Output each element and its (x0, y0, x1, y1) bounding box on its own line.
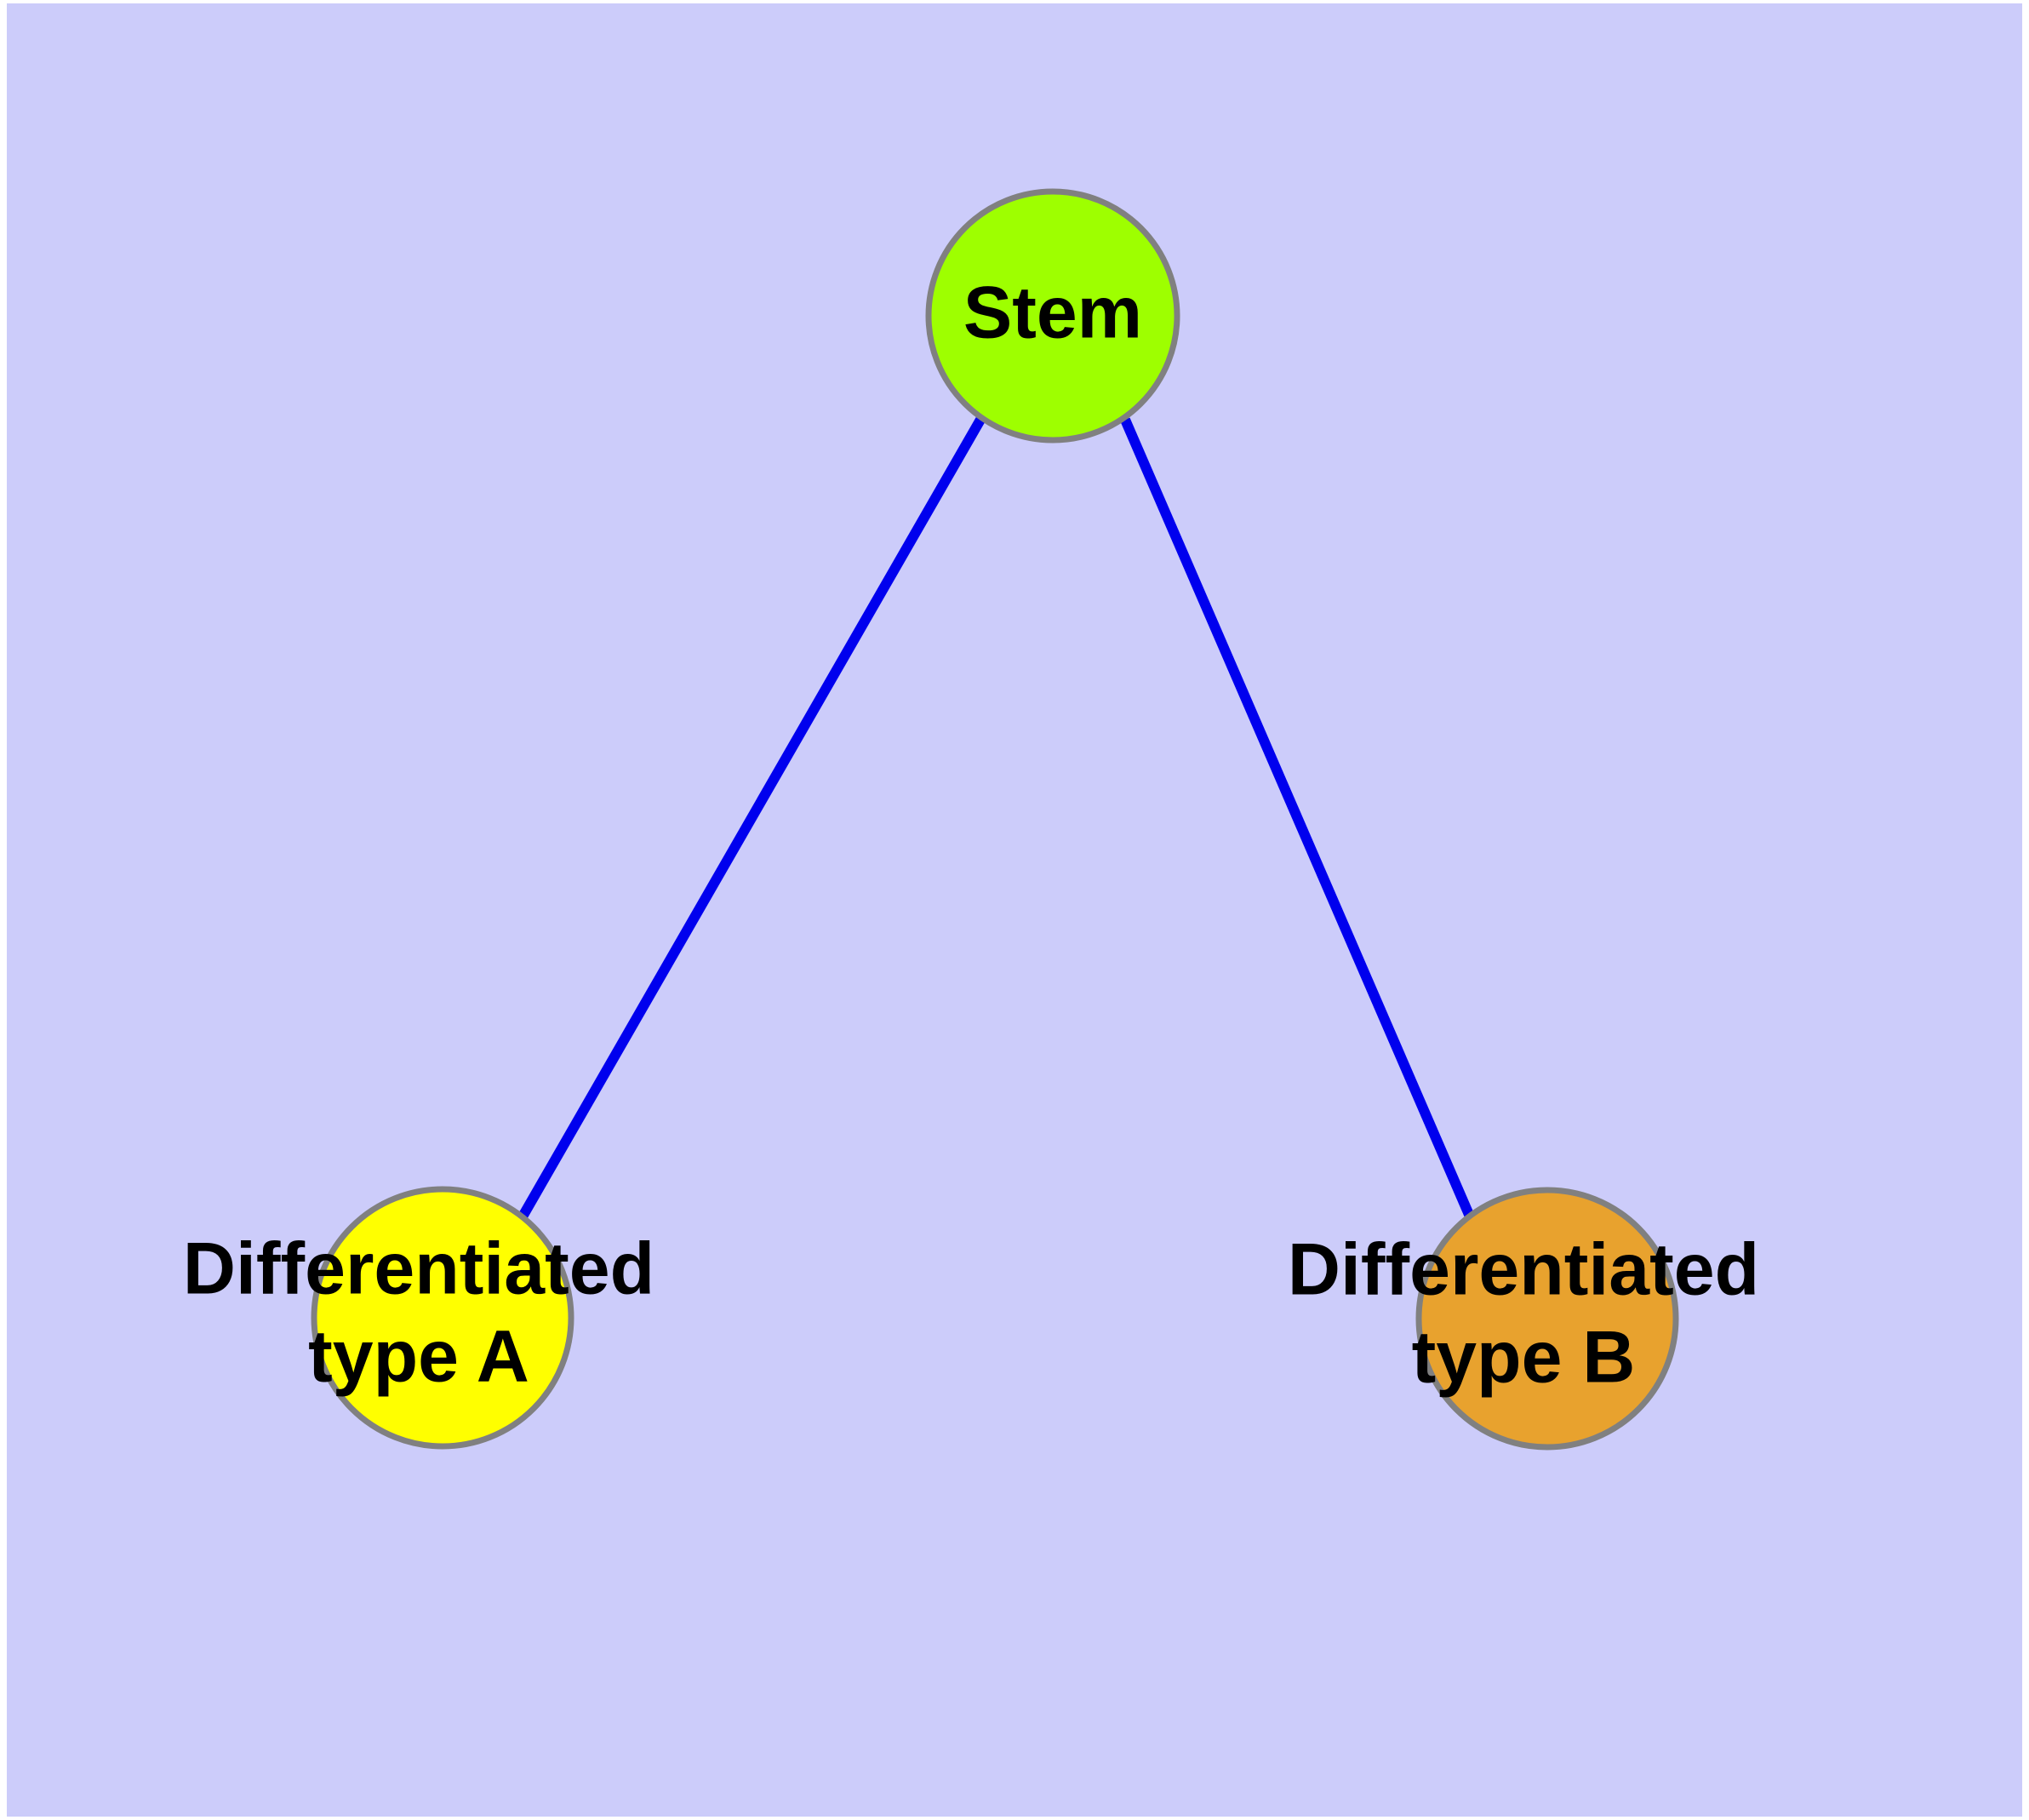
node-diff-b-label-line2: type B (1412, 1317, 1636, 1399)
node-stem-label: Stem (963, 272, 1142, 354)
edge-stem-to-diff-b[interactable] (1120, 417, 1480, 1231)
node-stem[interactable]: Stem (925, 188, 1180, 444)
node-diff-a-label-line1: Differentiated (183, 1228, 654, 1310)
node-diff-b[interactable]: Differentiated type B (1288, 1187, 1759, 1451)
node-diff-b-circle[interactable] (1415, 1187, 1679, 1451)
node-diff-a[interactable]: Differentiated type A (183, 1186, 654, 1450)
node-diff-b-label-line1: Differentiated (1288, 1229, 1759, 1311)
node-diff-a-label-line2: type A (308, 1316, 529, 1398)
node-diff-a-circle[interactable] (311, 1186, 574, 1450)
node-stem-circle[interactable] (925, 188, 1180, 444)
edge-layer (511, 417, 1480, 1231)
edge-stem-to-diff-a[interactable] (511, 417, 986, 1231)
